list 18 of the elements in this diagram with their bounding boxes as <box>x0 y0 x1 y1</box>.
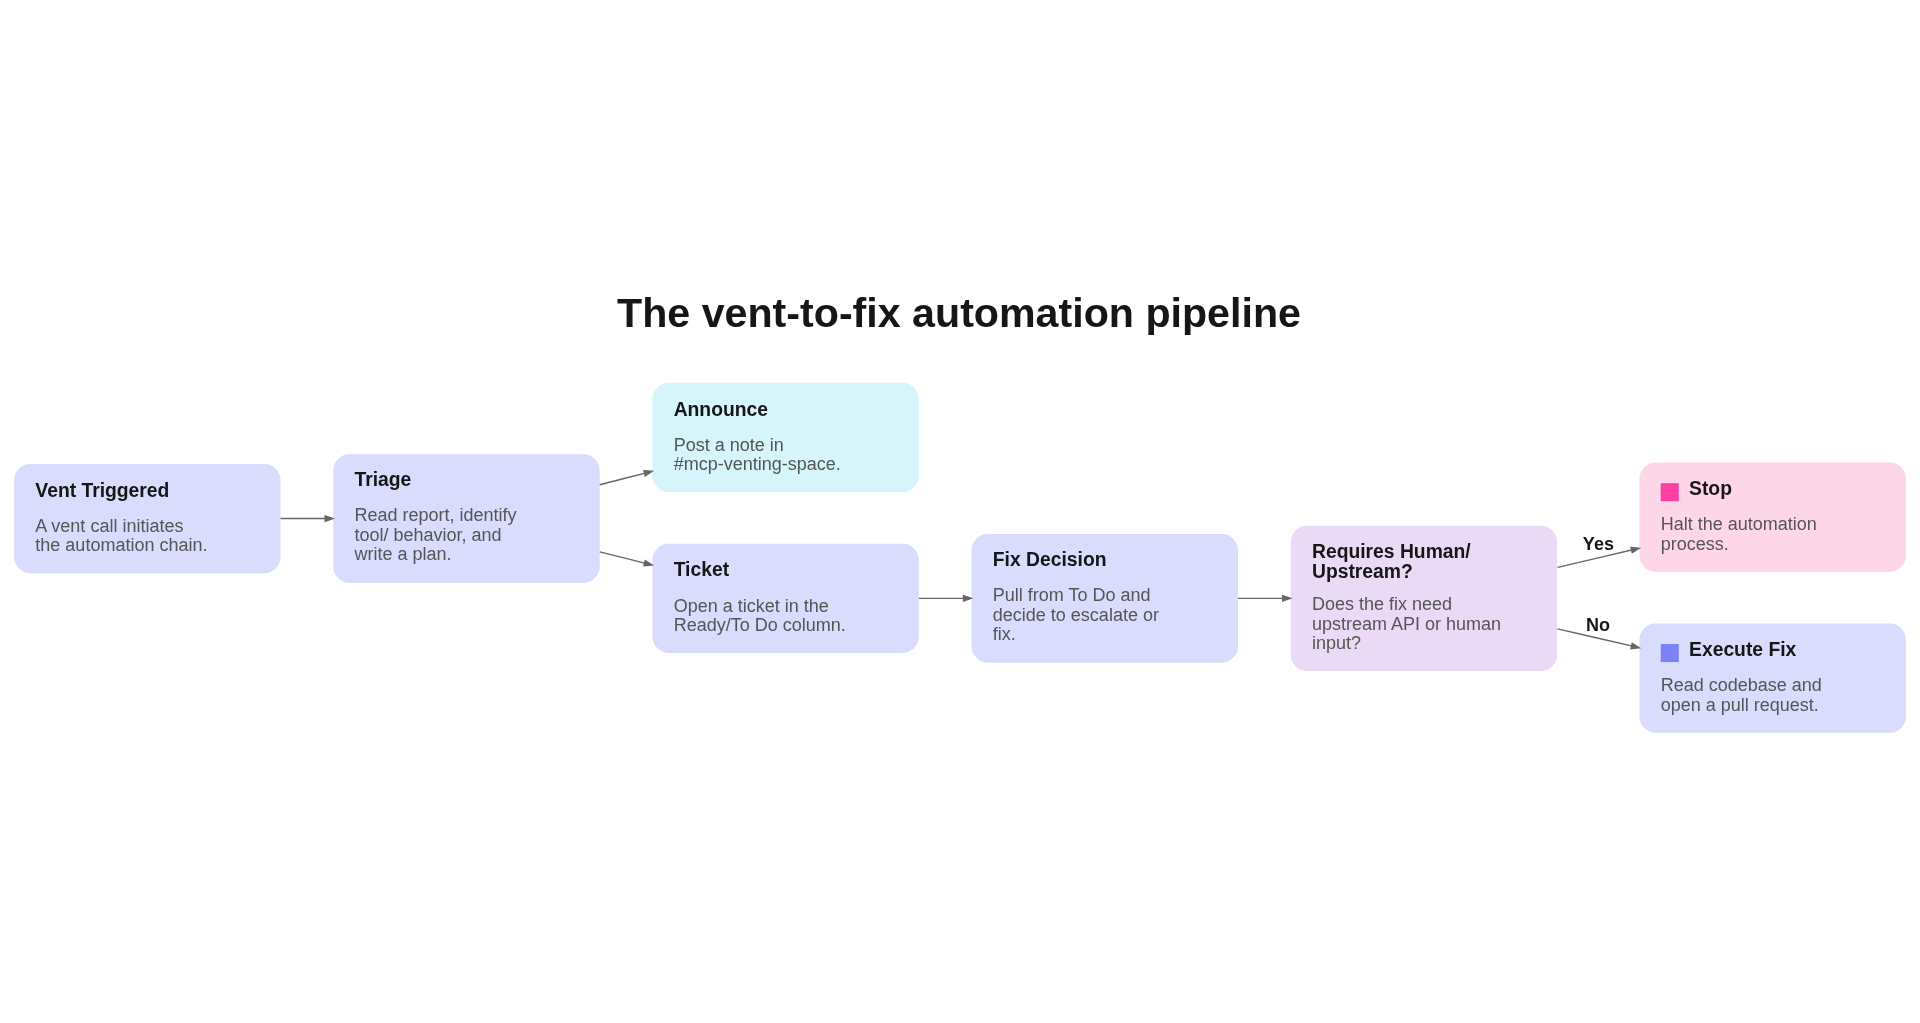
node-box: Requires Human/ Upstream? Does the fix need upstream API or human input? <box>1290 525 1558 672</box>
arrow <box>279 514 336 523</box>
node-box: Fix Decision Pull from To Do and decide to escalate or fix. <box>971 534 1238 663</box>
node-box: Announce Post a note in #mcp-venting-space. <box>652 382 919 493</box>
node-box: Vent Triggered A vent call initiates the automation chain. <box>14 463 281 574</box>
node-box: Execute Fix Read codebase and open a pull request. <box>1639 623 1906 733</box>
diagram-title: The vent-to-fix automation pipeline <box>617 289 1301 336</box>
arrow <box>599 469 655 486</box>
node-box: Ticket Open a ticket in the Ready/To Do column. <box>652 543 919 654</box>
node-box: Triage Read report, identify tool/ behavior, and write a plan. <box>333 454 600 583</box>
arrow <box>1556 546 1642 569</box>
edge-label: No <box>1586 614 1611 635</box>
arrow <box>918 594 974 603</box>
edge-label: Yes <box>1582 533 1614 554</box>
arrow <box>1556 628 1642 650</box>
arrow <box>1237 594 1293 603</box>
node-box: Stop Halt the automation process. <box>1639 462 1906 572</box>
arrow <box>599 551 655 567</box>
